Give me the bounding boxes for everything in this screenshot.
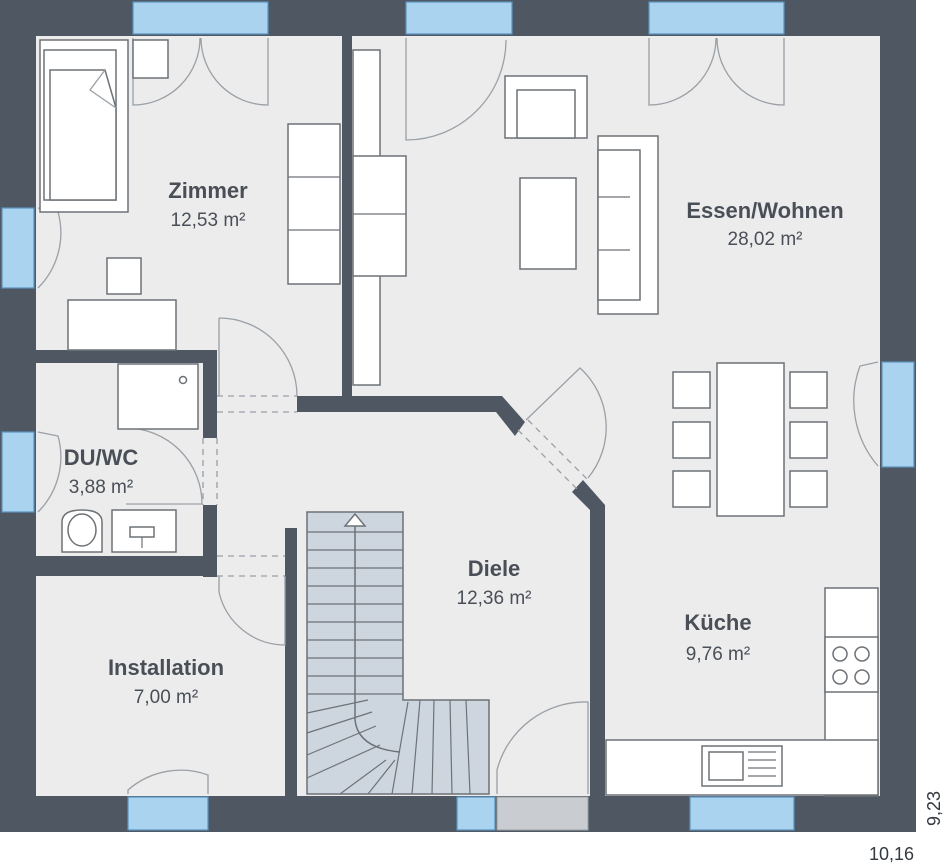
- room-area-diele: 12,36 m²: [457, 588, 532, 609]
- bathroom-furniture: [61, 363, 199, 553]
- room-area-du-wc: 3,88 m²: [69, 477, 133, 498]
- windows: [1, 1, 915, 831]
- staircase: [306, 511, 490, 795]
- dining-table: [716, 362, 785, 517]
- room-name-du-wc: DU/WC: [64, 445, 139, 470]
- shower: [117, 363, 199, 430]
- room-labels: Zimmer 12,53 m² Essen/Wohnen 28,02 m² DU…: [64, 178, 844, 708]
- stove: [824, 636, 879, 693]
- room-name-installation: Installation: [108, 655, 224, 680]
- zimmer-furniture: [39, 39, 341, 351]
- doors: [125, 317, 607, 794]
- room-area-installation: 7,00 m²: [134, 687, 198, 708]
- dimension-depth: 9,23: [924, 791, 944, 826]
- window-swings: [37, 37, 879, 794]
- wardrobe: [287, 123, 341, 285]
- entrance-threshold: [496, 796, 589, 831]
- living-furniture: [352, 49, 828, 517]
- room-name-essen-wohnen: Essen/Wohnen: [686, 198, 843, 223]
- room-name-diele: Diele: [468, 556, 521, 581]
- dimension-width: 10,16: [869, 844, 914, 864]
- interior-walls: [36, 36, 605, 796]
- chair: [106, 257, 142, 295]
- room-area-essen-wohnen: 28,02 m²: [728, 229, 803, 250]
- coffee-table: [519, 177, 577, 270]
- room-area-kueche: 9,76 m²: [686, 644, 750, 665]
- nightstand: [132, 39, 169, 79]
- room-name-zimmer: Zimmer: [168, 178, 248, 203]
- stair-arrow-icon: [343, 512, 367, 527]
- kitchen-furniture: [605, 587, 879, 797]
- room-area-zimmer: 12,53 m²: [171, 210, 246, 231]
- room-name-kueche: Küche: [684, 610, 751, 635]
- desk: [67, 299, 177, 351]
